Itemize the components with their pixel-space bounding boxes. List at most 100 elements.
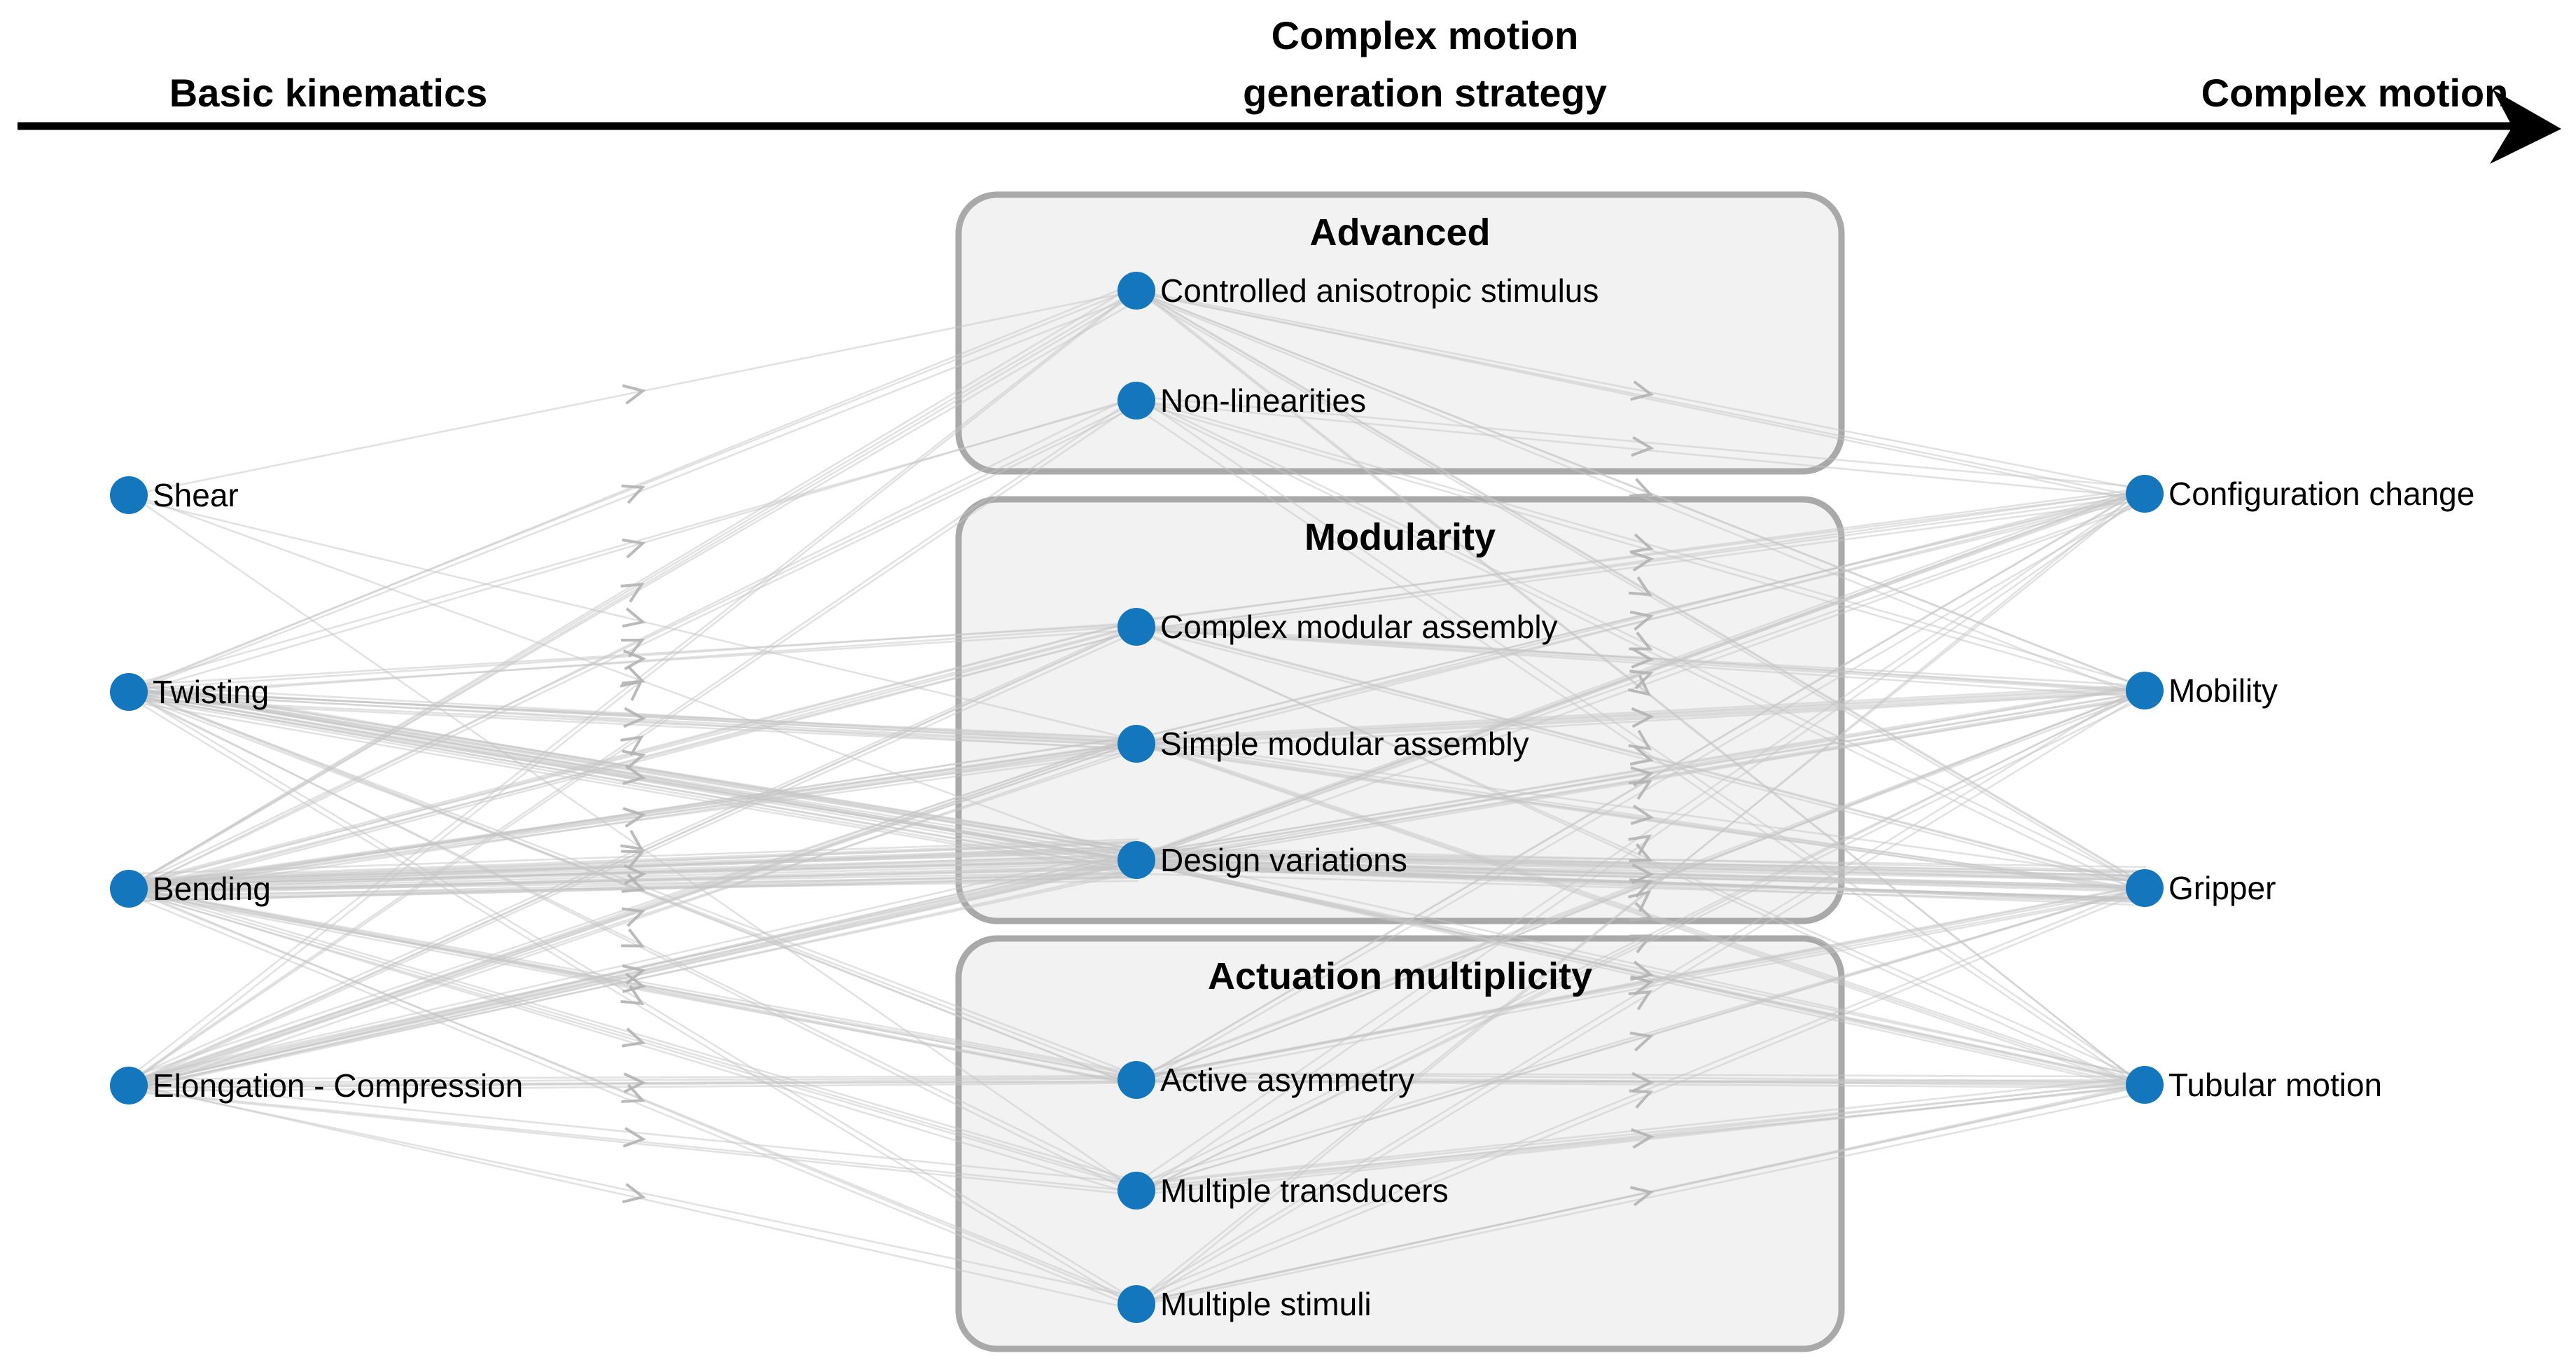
graph-edge-strand [1136, 491, 2145, 858]
edge-direction-arrow-icon [1630, 550, 1655, 572]
graph-edge-strand [1133, 494, 2145, 751]
edge-direction-arrow-icon [1629, 934, 1653, 954]
graph-edge-strand [131, 859, 1139, 887]
graph-edge-strand [1136, 395, 2147, 1086]
edge-direction-arrow-icon [621, 907, 646, 927]
graph-edge-strand [130, 291, 1136, 1085]
edge-direction-arrow-icon [1628, 890, 1652, 913]
graph-edge-strand [127, 1083, 1136, 1298]
edge-direction-arrow-icon [620, 638, 646, 658]
graph-edge-strand [127, 886, 1139, 1086]
edge-direction-arrow-icon [623, 1072, 647, 1093]
graph-edge-strand [1139, 848, 2149, 877]
edge-direction-arrow-icon [1631, 647, 1655, 669]
edge-direction-arrow-icon [1631, 707, 1655, 728]
edge-direction-arrow-icon [623, 707, 647, 728]
graph-edge-strand [126, 688, 1139, 1302]
graph-edge-strand [1136, 498, 2149, 635]
edge-direction-arrow-icon [1630, 1186, 1655, 1207]
edge-direction-arrow-icon [622, 607, 646, 628]
edge-direction-arrow-icon [1630, 380, 1655, 401]
graph-edge-strand [1137, 1079, 2146, 1085]
graph-edge-strand [125, 1076, 1141, 1084]
graph-edge-strand [125, 1080, 1137, 1088]
graph-node-sma [1118, 725, 1155, 763]
graph-edge-strand [1135, 289, 2149, 492]
node-label-cas: Controlled anisotropic stimulus [1160, 272, 1599, 309]
graph-edge-strand [1136, 628, 2147, 687]
graph-edge-strand [127, 401, 1137, 889]
graph-edge-strand [1135, 492, 2146, 740]
graph-node-config [2126, 475, 2164, 513]
graph-edge-strand [1137, 683, 2148, 856]
graph-edge-strand [1132, 688, 2143, 743]
node-label-config: Configuration change [2168, 476, 2474, 512]
edge-direction-arrow-icon [620, 928, 646, 948]
nodes-layer [110, 272, 2164, 1323]
graph-edge-strand [1136, 1080, 2147, 1192]
graph-edge-strand [126, 691, 1136, 867]
graph-node-bending [110, 870, 148, 908]
axis-label-strategy-line1: Complex motion [1272, 13, 1579, 57]
graph-edge-strand [131, 693, 1139, 1196]
graph-edge-strand [1135, 685, 2143, 863]
graph-edge-strand [1136, 290, 2145, 688]
graph-node-cma [1118, 608, 1155, 646]
graph-edge-strand [127, 1082, 1139, 1311]
graph-node-dv [1118, 841, 1155, 879]
node-label-gripper: Gripper [2168, 870, 2276, 906]
graph-edge-strand [126, 875, 1135, 902]
node-label-mt: Multiple transducers [1160, 1172, 1449, 1209]
graph-edge-strand [127, 403, 1136, 1084]
edge-direction-arrow-icon [1629, 631, 1653, 651]
graph-edge-strand [128, 846, 1136, 1081]
graph-edge-strand [1135, 1083, 2144, 1305]
node-label-bending: Bending [153, 871, 271, 907]
graph-edge-strand [1132, 397, 2147, 896]
graph-node-cas [1118, 272, 1155, 310]
node-label-twisting: Twisting [153, 674, 269, 710]
edge-direction-arrow-icon [620, 985, 645, 1006]
graph-edge-strand [126, 296, 1135, 695]
node-label-elongation: Elongation - Compression [153, 1067, 523, 1104]
graph-node-shear [110, 476, 148, 514]
graph-edge-strand [1135, 861, 2149, 889]
graph-edge-strand [1136, 852, 2145, 882]
graph-node-mt [1118, 1172, 1155, 1210]
graph-edge-strand [1132, 861, 2146, 1091]
edge-direction-arrow-icon [1628, 834, 1652, 856]
graph-edge-strand [1136, 854, 2145, 878]
edge-direction-arrow-icon [623, 864, 647, 885]
graph-edge-strand [1138, 741, 2147, 1091]
edge-direction-arrow-icon [1631, 1072, 1655, 1093]
edge-direction-arrow-icon [621, 484, 646, 504]
graph-edge-strand [126, 287, 1136, 692]
graph-edge-strand [130, 397, 1134, 695]
graph-node-mobility [2126, 672, 2164, 709]
graph-edge-strand [1137, 693, 2145, 1305]
node-label-nl: Non-linearities [1160, 382, 1366, 419]
graph-edge-strand [1134, 401, 2146, 694]
graph-edge-strand [1139, 860, 2147, 887]
edge-direction-arrow-icon [622, 1183, 646, 1204]
graph-edge-strand [1139, 502, 2146, 868]
edge-direction-arrow-icon [1630, 975, 1655, 996]
graph-edge-strand [1133, 406, 2148, 1092]
graph-edge-strand [1137, 852, 2148, 1079]
edge-direction-arrow-icon [1629, 1089, 1654, 1109]
graph-edge-strand [130, 838, 1139, 875]
graph-node-ms [1118, 1285, 1155, 1323]
edge-direction-arrow-icon [1629, 670, 1654, 690]
node-label-sma: Simple modular assembly [1160, 726, 1529, 762]
graph-edge-strand [1133, 691, 2143, 747]
graph-edge-strand [1136, 887, 2145, 1191]
edge-direction-arrow-icon [622, 1127, 646, 1148]
graph-edge-strand [1137, 289, 2144, 1088]
graph-edge-strand [1134, 1072, 2144, 1078]
graph-node-gripper [2126, 869, 2164, 907]
graph-edge-strand [131, 289, 1138, 886]
edge-direction-arrow-icon [622, 964, 646, 985]
